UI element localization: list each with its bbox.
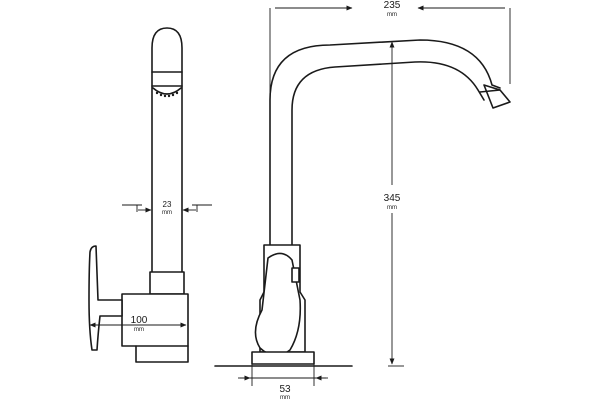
dimension-spout-diameter: 23 mm bbox=[122, 200, 212, 216]
dim-body-width-unit: mm bbox=[134, 327, 144, 333]
front-view: 23 mm 100 mm bbox=[88, 27, 212, 363]
side-spout-tip bbox=[483, 84, 511, 109]
dim-width-top-value: 235 bbox=[384, 0, 401, 11]
dim-height-spout-value: 345 bbox=[384, 193, 401, 204]
side-spout-inner bbox=[291, 61, 485, 246]
dim-spout-diameter-unit: mm bbox=[162, 210, 172, 216]
dimension-height-spout: 345 mm bbox=[384, 41, 404, 367]
side-view: 235 mm 345 mm 53 mm bbox=[214, 0, 511, 400]
dim-spout-diameter-value: 23 bbox=[163, 200, 172, 209]
front-collar bbox=[149, 271, 185, 295]
front-spout-tube bbox=[151, 27, 183, 273]
aerator-pattern bbox=[155, 91, 179, 98]
dimension-width-top: 235 mm bbox=[269, 0, 511, 100]
dim-height-spout-unit: mm bbox=[387, 205, 397, 211]
dim-base-diameter-unit: mm bbox=[280, 395, 290, 400]
side-base-plate bbox=[251, 351, 315, 365]
dim-body-width-value: 100 bbox=[131, 315, 148, 326]
side-lever-handle bbox=[254, 252, 302, 357]
dim-width-top-unit: mm bbox=[387, 12, 397, 18]
front-aerator-tip bbox=[152, 87, 182, 95]
dimension-body-width: 100 mm bbox=[89, 315, 187, 333]
dim-base-diameter-value: 53 bbox=[279, 384, 291, 395]
front-lever-handle bbox=[88, 245, 123, 351]
side-handle-cap bbox=[291, 267, 300, 283]
side-spout-outer bbox=[269, 39, 501, 246]
dimension-base-diameter: 53 mm bbox=[238, 364, 328, 400]
front-body bbox=[121, 293, 189, 363]
